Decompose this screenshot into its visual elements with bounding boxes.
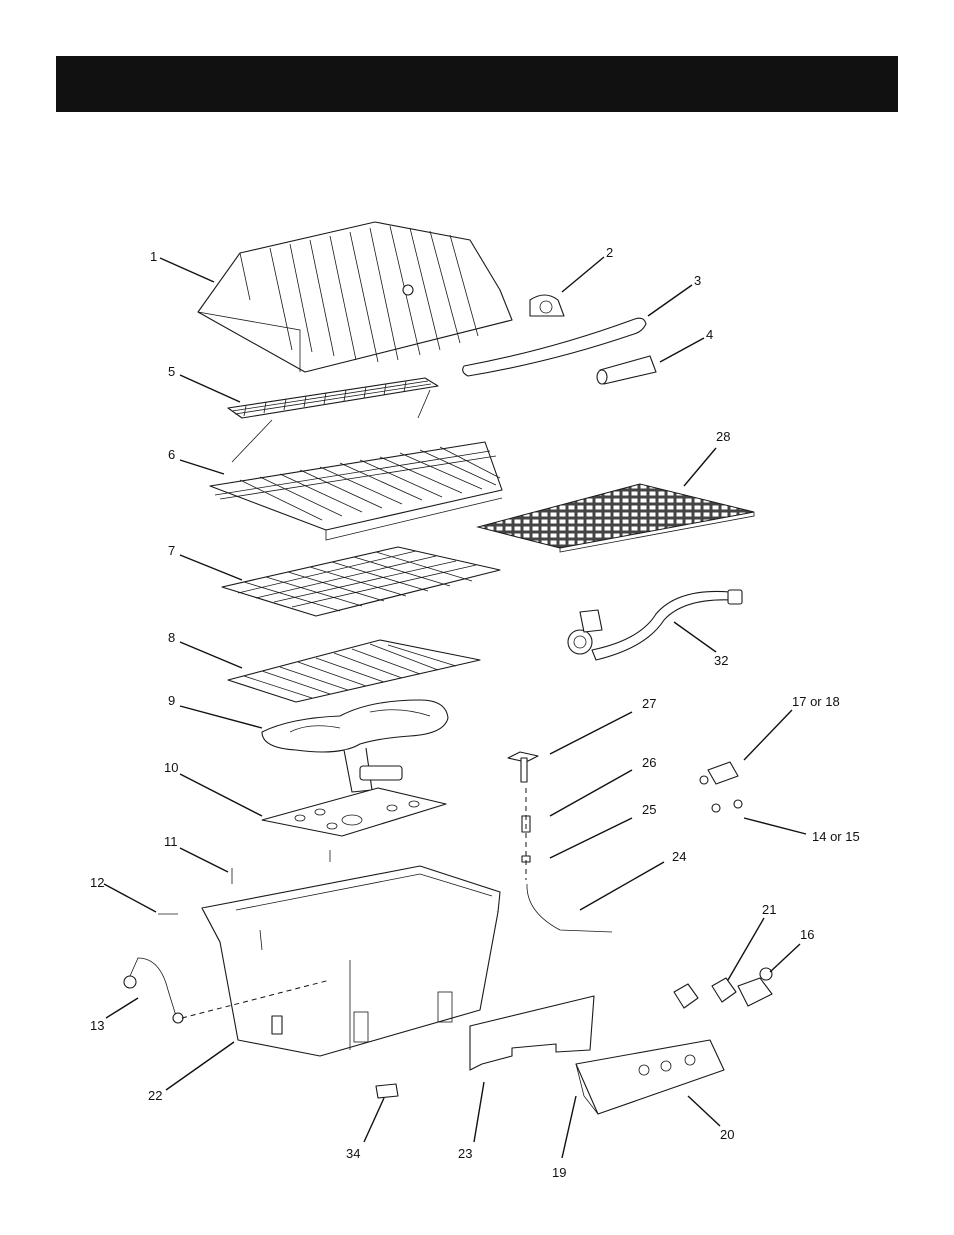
callout-3: 3 (694, 273, 701, 288)
part-cooking-grate (210, 442, 502, 540)
part-lid (198, 222, 512, 372)
part-handle-tube (597, 356, 656, 384)
callout-28: 28 (716, 429, 730, 444)
callout-1: 1 (150, 249, 157, 264)
part-warming-rack (228, 378, 438, 462)
callout-5: 5 (168, 364, 175, 379)
part-control-panel-shield (470, 996, 594, 1070)
callout-13: 13 (90, 1018, 104, 1033)
callout-20: 20 (720, 1127, 734, 1142)
callout-8: 8 (168, 630, 175, 645)
callout-6: 6 (168, 447, 175, 462)
callout-9: 9 (168, 693, 175, 708)
callout-4: 4 (706, 327, 713, 342)
callout-11: 11 (164, 834, 178, 849)
part-igniter-wire (527, 884, 612, 932)
part-briquette-grate (228, 640, 480, 702)
part-regulator-hose (568, 590, 742, 660)
callout-21: 21 (762, 902, 776, 917)
part-briquettes (222, 547, 500, 616)
part-orifice (712, 800, 742, 812)
callout-26: 26 (642, 755, 656, 770)
callout-25: 25 (642, 802, 656, 817)
part-electrode-tube (124, 958, 183, 1023)
callout-16: 16 (800, 927, 814, 942)
part-porcelain-grid (478, 484, 754, 552)
callout-14-or-15: 14 or 15 (812, 829, 860, 844)
callout-12: 12 (90, 875, 104, 890)
leader-lines (104, 257, 806, 1158)
callout-23: 23 (458, 1146, 472, 1161)
callout-2: 2 (606, 245, 613, 260)
callout-10: 10 (164, 760, 178, 775)
callout-32: 32 (714, 653, 728, 668)
part-burner (262, 700, 448, 792)
part-igniter-bracket (508, 752, 538, 782)
part-heat-shield (262, 788, 446, 836)
part-screw-top (232, 850, 330, 884)
callout-24: 24 (672, 849, 686, 864)
callout-7: 7 (168, 543, 175, 558)
part-clip (376, 1084, 398, 1098)
callout-17-or-18: 17 or 18 (792, 694, 840, 709)
callout-22: 22 (148, 1088, 162, 1103)
callout-34: 34 (346, 1146, 360, 1161)
part-control-panel (576, 1040, 724, 1114)
callout-27: 27 (642, 696, 656, 711)
part-valve (700, 762, 738, 784)
callout-19: 19 (552, 1165, 566, 1180)
part-firebox (202, 866, 500, 1056)
part-thermometer (530, 295, 564, 316)
part-ignitor-button (738, 968, 772, 1006)
part-knob (674, 978, 736, 1008)
